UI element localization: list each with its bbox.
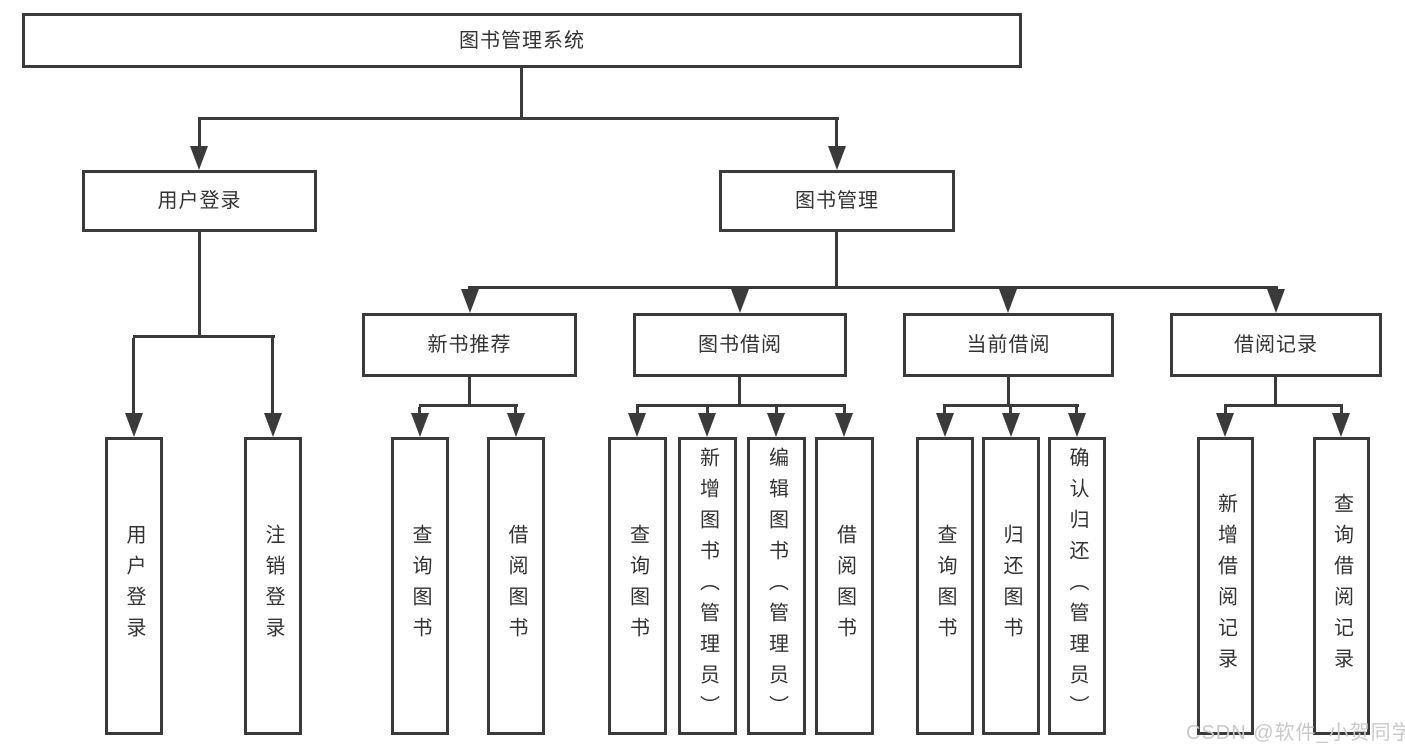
connector-drop bbox=[943, 407, 946, 414]
node-leaf-return-book: 归还图书 bbox=[982, 437, 1040, 735]
node-label: 图书借阅 bbox=[698, 334, 782, 356]
connector-stem bbox=[1274, 377, 1277, 406]
connector-rail bbox=[419, 404, 518, 407]
node-book-management: 图书管理 bbox=[719, 170, 955, 232]
node-leaf-edit-book-admin: 编辑图书（管理员） bbox=[747, 437, 806, 735]
connector-drop bbox=[706, 407, 709, 414]
node-label: 确认归还（管理员） bbox=[1066, 446, 1088, 726]
node-label: 用户登录 bbox=[123, 524, 145, 648]
connector-drop bbox=[132, 338, 135, 414]
arrowhead-icon bbox=[835, 413, 853, 437]
connector-drop bbox=[271, 338, 274, 414]
node-label: 新增借阅记录 bbox=[1214, 493, 1237, 679]
connector-drop bbox=[1224, 407, 1227, 414]
node-leaf-logout: 注销登录 bbox=[244, 437, 302, 735]
node-leaf-borrow-books: 借阅图书 bbox=[815, 437, 874, 735]
node-current-borrowing: 当前借阅 bbox=[903, 313, 1114, 377]
node-label: 图书管理系统 bbox=[459, 29, 585, 52]
node-leaf-query-borrow-record: 查询借阅记录 bbox=[1313, 437, 1370, 735]
arrowhead-icon bbox=[507, 413, 525, 437]
connector-user-login-rail bbox=[133, 335, 275, 338]
connector-stem bbox=[468, 377, 471, 406]
node-user-login: 用户登录 bbox=[82, 170, 317, 232]
node-library-management-system: 图书管理系统 bbox=[22, 13, 1022, 68]
node-leaf-query-books-recommend: 查询图书 bbox=[391, 437, 449, 735]
node-label: 查询图书 bbox=[409, 524, 431, 648]
node-label: 借阅图书 bbox=[833, 524, 856, 648]
connector-drop-user-login bbox=[198, 120, 201, 147]
connector-drop bbox=[775, 407, 778, 414]
node-book-borrowing: 图书借阅 bbox=[633, 313, 847, 377]
arrowhead-icon bbox=[1068, 413, 1086, 437]
connector-level3-rail bbox=[468, 286, 1278, 289]
connector-rail bbox=[1224, 404, 1343, 407]
node-borrow-records: 借阅记录 bbox=[1170, 313, 1382, 377]
connector-drop bbox=[1075, 407, 1078, 414]
node-leaf-user-login: 用户登录 bbox=[105, 437, 163, 735]
arrowhead-icon bbox=[264, 413, 282, 437]
connector-user-login-stem bbox=[198, 232, 201, 337]
arrowhead-icon bbox=[1002, 413, 1020, 437]
connector-drop bbox=[636, 407, 639, 414]
node-leaf-borrow-books-recommend: 借阅图书 bbox=[487, 437, 545, 735]
connector-stem bbox=[738, 377, 741, 406]
node-label: 查询图书 bbox=[626, 524, 649, 648]
arrowhead-icon bbox=[411, 413, 429, 437]
node-label: 借阅记录 bbox=[1234, 334, 1318, 356]
connector-root-stem bbox=[520, 68, 523, 120]
node-label: 图书管理 bbox=[795, 190, 879, 212]
node-label: 用户登录 bbox=[157, 190, 242, 212]
node-label: 新书推荐 bbox=[427, 334, 512, 356]
connector-drop-book-management bbox=[835, 120, 838, 147]
connector-drop bbox=[514, 407, 517, 414]
connector-drop bbox=[1340, 407, 1343, 414]
arrowhead-icon bbox=[1216, 413, 1234, 437]
node-leaf-confirm-return-admin: 确认归还（管理员） bbox=[1048, 437, 1106, 735]
node-label: 借阅图书 bbox=[505, 524, 527, 648]
connector-drop bbox=[1009, 407, 1012, 414]
connector-rail bbox=[943, 404, 1079, 407]
arrowhead-icon bbox=[767, 413, 785, 437]
node-label: 查询借阅记录 bbox=[1330, 493, 1353, 679]
node-label: 查询图书 bbox=[934, 524, 956, 648]
connector-drop bbox=[418, 407, 421, 414]
node-label: 当前借阅 bbox=[966, 334, 1051, 356]
arrowhead-icon bbox=[698, 413, 716, 437]
node-label: 归还图书 bbox=[1000, 524, 1022, 648]
node-leaf-add-book-admin: 新增图书（管理员） bbox=[678, 437, 737, 735]
connector-stem bbox=[1007, 377, 1010, 406]
arrowhead-icon bbox=[461, 289, 479, 313]
connector-rail bbox=[636, 404, 846, 407]
arrowhead-icon bbox=[190, 146, 208, 170]
node-leaf-query-books-current: 查询图书 bbox=[916, 437, 974, 735]
csdn-watermark: CSDN @软件_小贺同学 bbox=[1186, 722, 1405, 744]
arrowhead-icon bbox=[1267, 289, 1285, 313]
arrowhead-icon bbox=[999, 289, 1017, 313]
node-leaf-add-borrow-record: 新增借阅记录 bbox=[1197, 437, 1254, 735]
arrowhead-icon bbox=[731, 289, 749, 313]
arrowhead-icon bbox=[628, 413, 646, 437]
node-label: 注销登录 bbox=[262, 524, 284, 648]
connector-book-management-stem bbox=[835, 232, 838, 289]
node-leaf-query-books-borrowing: 查询图书 bbox=[608, 437, 667, 735]
connector-level2-rail bbox=[198, 117, 839, 120]
connector-drop bbox=[843, 407, 846, 414]
arrowhead-icon bbox=[1332, 413, 1350, 437]
arrowhead-icon bbox=[828, 146, 846, 170]
node-new-book-recommend: 新书推荐 bbox=[362, 313, 577, 377]
node-label: 编辑图书（管理员） bbox=[765, 446, 788, 726]
arrowhead-icon bbox=[125, 413, 143, 437]
node-label: 新增图书（管理员） bbox=[696, 446, 719, 726]
arrowhead-icon bbox=[936, 413, 954, 437]
